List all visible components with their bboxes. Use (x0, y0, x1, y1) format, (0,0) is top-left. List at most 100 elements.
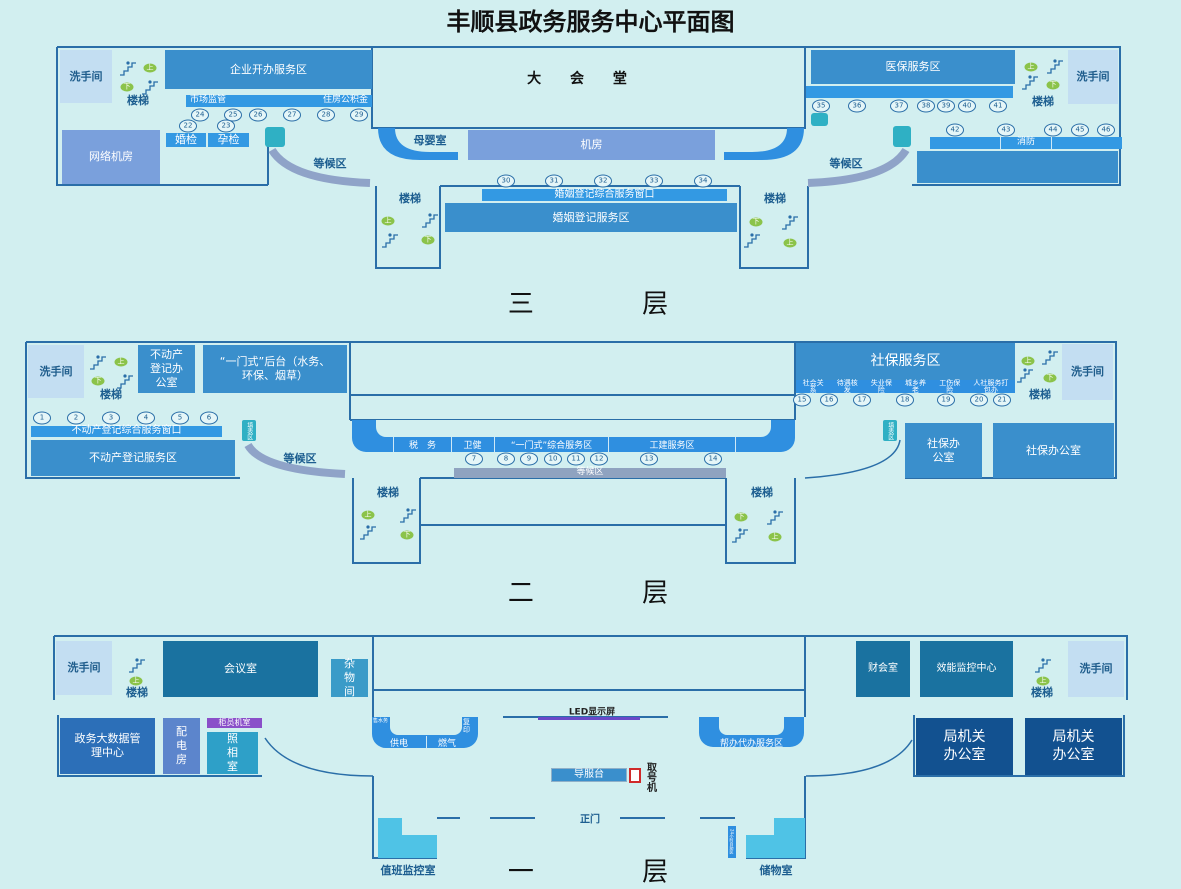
waiting-area-bar: 等候区 (454, 467, 726, 478)
realestate-service-area: 不动产登记服务区 (31, 440, 235, 476)
floor-2-label: 二 层 (507, 578, 719, 609)
floor-1-label: 一 层 (507, 857, 719, 888)
up-badge: 上 (361, 510, 375, 520)
window-number: 18 (896, 393, 914, 407)
stairs-icon (381, 232, 399, 248)
storage-room-label: 储物室 (759, 864, 793, 877)
market-label: 市场监管 (190, 95, 227, 106)
window-number: 9 (520, 452, 538, 466)
window-number: 13 (640, 452, 658, 466)
central-service-counter: 税 务 卫健 “一门式”综合服务区 工建服务区 (352, 420, 795, 452)
pregnancy-check-room: 孕检 (208, 133, 249, 147)
up-badge: 上 (1021, 356, 1035, 366)
social-sub-label: 城乡养老 (905, 378, 927, 394)
social-sub-label: 人社服务打包办 (973, 378, 1009, 394)
nursing-room-label: 母婴室 (413, 134, 447, 147)
stairs-label: 楼梯 (764, 192, 786, 205)
down-badge: 下 (120, 82, 134, 92)
window-number: 43 (997, 123, 1015, 137)
efficiency-monitor-center: 效能监控中心 (920, 641, 1013, 697)
stairs-icon (1041, 349, 1059, 365)
window-number: 10 (544, 452, 562, 466)
social-security-area: 社保服务区 (796, 343, 1015, 380)
medical-window-strip (806, 86, 1013, 98)
main-door-label: 正门 (580, 814, 600, 826)
down-badge: 下 (421, 235, 435, 245)
stairs-icon (731, 527, 749, 543)
stairs-label: 楼梯 (1032, 95, 1054, 108)
window-number: 29 (350, 108, 368, 122)
waiting-area-label: 等候区 (313, 157, 347, 170)
self-service-area: 24小时自助区 (728, 826, 736, 858)
window-number: 41 (989, 99, 1007, 113)
window-number: 3 (102, 411, 120, 425)
down-badge: 下 (749, 217, 763, 227)
down-badge: 下 (734, 512, 748, 522)
photo-room: 照相室 (207, 732, 258, 774)
bigdata-center: 政务大数据管理中心 (60, 718, 155, 774)
stairs-icon (1034, 657, 1052, 673)
onestop-backoffice: “一门式”后台（水务、环保、烟草） (203, 345, 347, 393)
window-number: 26 (249, 108, 267, 122)
window-number: 20 (970, 393, 988, 407)
window-number: 22 (179, 119, 197, 133)
window-number: 4 (137, 411, 155, 425)
down-badge: 下 (1043, 373, 1057, 383)
utility-counter: 售水务 复印 供电 燃气 (372, 717, 478, 749)
stairs-label: 楼梯 (126, 686, 148, 699)
power-label: 供电 (372, 736, 427, 749)
copy-label: 复印 (463, 718, 470, 734)
stairs-icon (128, 657, 146, 673)
stairs-icon (89, 354, 107, 370)
realestate-window-strip: 不动产登记综合服务窗口 (31, 425, 222, 437)
window-number: 44 (1044, 123, 1062, 137)
window-number: 1 (33, 411, 51, 425)
onestop-label: “一门式”综合服务区 (495, 437, 609, 452)
stairs-label: 楼梯 (377, 486, 399, 499)
f1-restroom-right: 洗手间 (1068, 641, 1124, 697)
meeting-room: 会议室 (163, 641, 318, 697)
up-badge: 上 (114, 357, 128, 367)
fire-window-strip: 消防 (930, 137, 1122, 149)
info-kiosk (811, 113, 828, 126)
stairs-label: 楼梯 (100, 388, 122, 401)
construction-label: 工建服务区 (609, 437, 736, 452)
atm-room: 柜员机室 (207, 718, 262, 728)
up-badge: 上 (783, 238, 797, 248)
marriage-check-room: 婚检 (166, 133, 206, 147)
power-distribution-room: 配电房 (163, 718, 200, 774)
social-sub-label: 社会关系 (802, 378, 824, 394)
window-number: 19 (937, 393, 955, 407)
marriage-service-area: 婚姻登记服务区 (445, 203, 737, 232)
window-number: 12 (590, 452, 608, 466)
counter-labels: 税 务 卫健 “一门式”综合服务区 工建服务区 (393, 437, 736, 452)
window-number: 35 (812, 99, 830, 113)
counter-inner (390, 717, 462, 735)
ticket-machine-icon (629, 768, 641, 783)
room-fill (746, 835, 774, 858)
form-filling-area: 填表区 (242, 420, 256, 441)
stairs-icon (119, 60, 137, 76)
health-label: 卫健 (451, 437, 495, 452)
up-badge: 上 (768, 532, 782, 542)
realestate-office: 不动产登记办公室 (138, 345, 195, 393)
f1-restroom-left: 洗手间 (56, 641, 112, 695)
window-number: 15 (793, 393, 811, 407)
window-number: 40 (958, 99, 976, 113)
marriage-window-strip: 婚姻登记综合服务窗口 (482, 189, 727, 201)
f2-restroom-left: 洗手间 (28, 345, 84, 398)
stairs-icon (399, 507, 417, 523)
up-badge: 上 (129, 676, 143, 686)
room-fill (402, 835, 437, 858)
f3-restroom-left: 洗手间 (60, 50, 112, 103)
stairs-icon (781, 214, 799, 230)
window-number: 36 (848, 99, 866, 113)
housing-fund-label: 住房公积金 (322, 95, 368, 106)
stairs-icon (359, 524, 377, 540)
window-number: 33 (645, 174, 663, 188)
medical-insurance-area: 医保服务区 (811, 50, 1015, 84)
stairs-label: 楼梯 (399, 192, 421, 205)
window-number: 46 (1097, 123, 1115, 137)
stairs-icon (141, 79, 159, 95)
